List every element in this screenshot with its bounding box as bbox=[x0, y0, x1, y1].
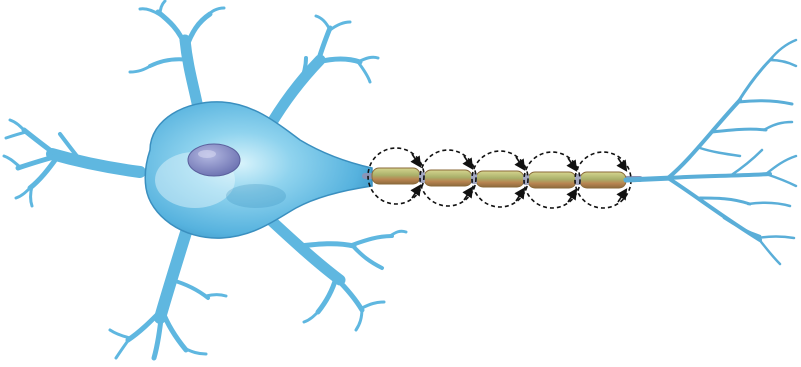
nucleus bbox=[188, 144, 240, 176]
myelin-segment bbox=[476, 171, 524, 187]
cell-body bbox=[145, 102, 372, 238]
axon-terminals bbox=[626, 40, 796, 264]
myelin-segment bbox=[528, 172, 576, 188]
myelin-segment bbox=[372, 168, 420, 184]
myelin-segment bbox=[580, 172, 626, 188]
myelin-segment bbox=[424, 170, 472, 186]
myelin-sheath bbox=[372, 168, 626, 188]
